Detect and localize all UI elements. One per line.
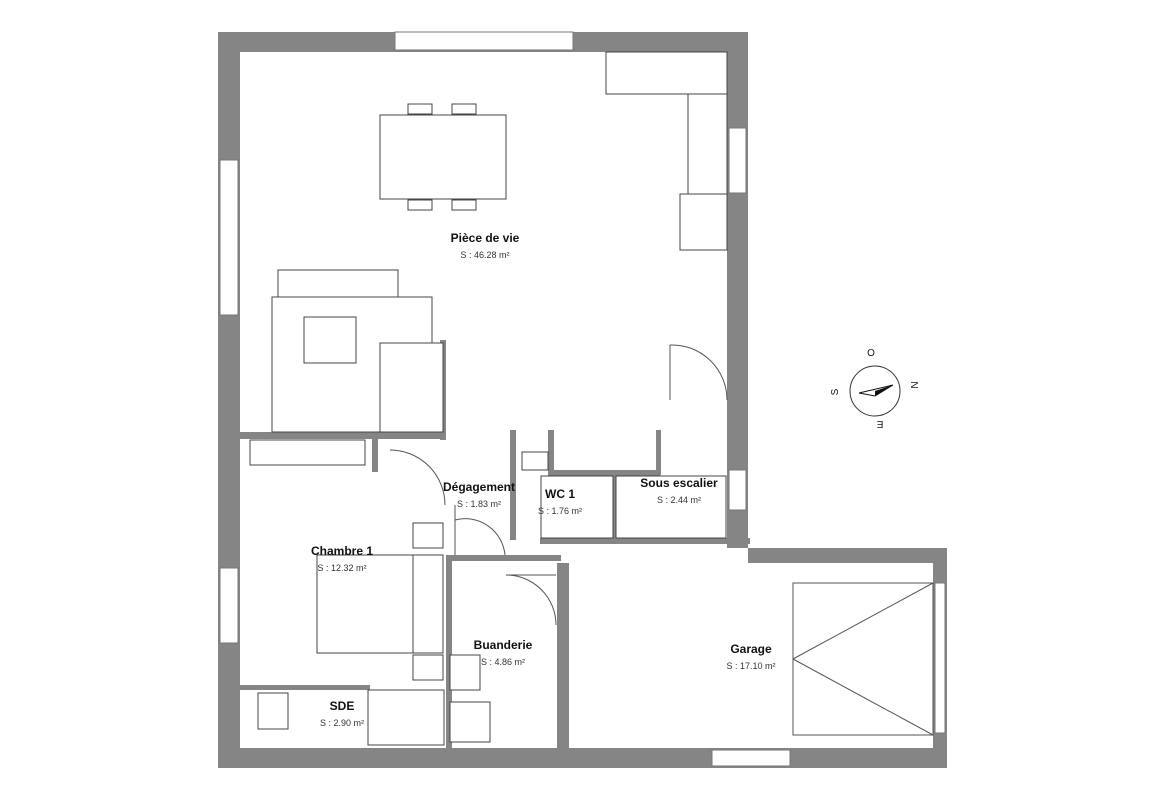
room-name-garage: Garage bbox=[730, 642, 772, 656]
compass: O N S E bbox=[830, 348, 919, 429]
room-name-degagement: Dégagement bbox=[443, 480, 515, 494]
room-name-chambre-1: Chambre 1 bbox=[311, 544, 373, 558]
room-area-chambre-1: S : 12.32 m² bbox=[317, 563, 366, 573]
room-area-wc-1: S : 1.76 m² bbox=[538, 506, 582, 516]
compass-east: E bbox=[876, 418, 883, 429]
room-area-buanderie: S : 4.86 m² bbox=[481, 657, 525, 667]
compass-west: O bbox=[867, 348, 875, 359]
compass-south: S bbox=[830, 388, 841, 395]
room-area-sde: S : 2.90 m² bbox=[320, 718, 364, 728]
room-name-piece-de-vie: Pièce de vie bbox=[451, 231, 520, 245]
room-labels: Pièce de vie S : 46.28 m² Chambre 1 S : … bbox=[311, 231, 776, 728]
room-area-piece-de-vie: S : 46.28 m² bbox=[460, 250, 509, 260]
room-name-sde: SDE bbox=[330, 699, 355, 713]
room-area-garage: S : 17.10 m² bbox=[726, 661, 775, 671]
windows bbox=[219, 31, 946, 767]
room-name-wc-1: WC 1 bbox=[545, 487, 575, 501]
compass-north: N bbox=[908, 381, 919, 388]
room-name-buanderie: Buanderie bbox=[474, 638, 533, 652]
furniture bbox=[249, 51, 934, 746]
room-name-sous-escalier: Sous escalier bbox=[640, 476, 718, 490]
compass-ring bbox=[849, 365, 901, 417]
room-area-degagement: S : 1.83 m² bbox=[457, 499, 501, 509]
room-area-sous-escalier: S : 2.44 m² bbox=[657, 495, 701, 505]
